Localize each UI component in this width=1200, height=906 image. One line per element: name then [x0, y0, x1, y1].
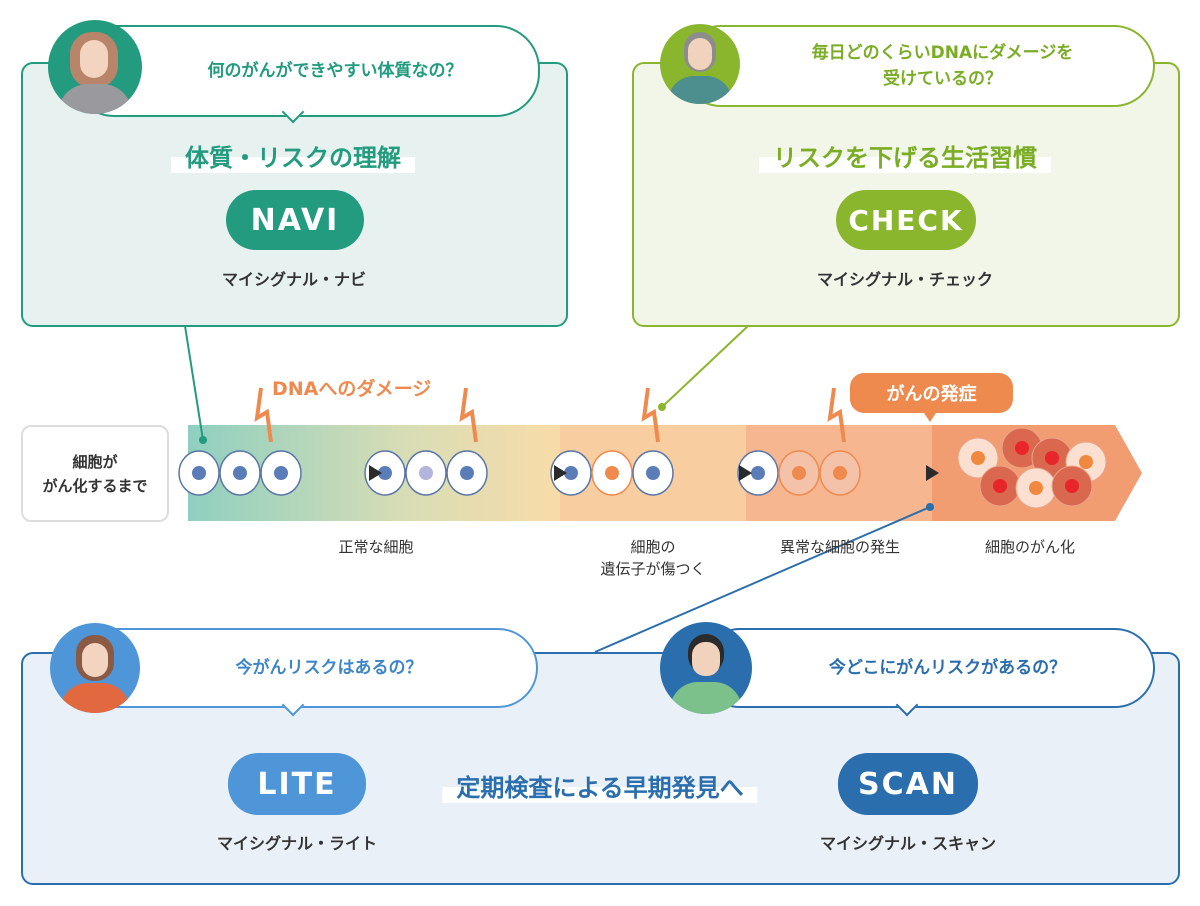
stage-label-gene-damage: 細胞の遺伝子が傷つく — [600, 538, 706, 578]
lite-button[interactable]: LITE — [228, 753, 366, 815]
bottom-title: 定期検査による早期発見へ — [442, 768, 758, 803]
cell-nucleus — [460, 466, 474, 480]
check-question-line1: 毎日どのくらいDNAにダメージを — [811, 43, 1074, 63]
elder-avatar-icon — [660, 24, 740, 104]
lite-question: 今がんリスクはあるの？ — [235, 658, 423, 678]
cell-nucleus — [605, 466, 619, 480]
woman-avatar-icon — [50, 623, 140, 713]
man-avatar-icon — [660, 622, 752, 714]
navi-question-bubble: 何のがんができやすい体質なの？ — [70, 25, 540, 117]
side-label-line1: 細胞が — [72, 452, 118, 471]
cell-nucleus — [792, 466, 806, 480]
lightning-icon — [641, 387, 660, 443]
timeline-side-label: 細胞が がん化するまで — [21, 425, 169, 522]
stage-label-cancer: 細胞のがん化 — [984, 538, 1076, 556]
onset-badge-text: がんの発症 — [886, 384, 977, 405]
navi-connector — [184, 325, 204, 441]
lite-scan-connector — [594, 506, 931, 653]
lightning-icon — [459, 387, 478, 443]
lite-product-name: マイシグナル・ライト — [216, 834, 378, 853]
cell-nucleus — [833, 466, 847, 480]
cell-nucleus — [419, 466, 433, 480]
scan-question-bubble: 今どこにがんリスクがあるの？ — [700, 628, 1155, 708]
cell-nucleus — [751, 466, 765, 480]
check-title: リスクを下げる生活習慣 — [759, 138, 1051, 173]
cancer-cell-nucleus — [993, 479, 1007, 493]
navi-question: 何のがんができやすい体質なの？ — [207, 61, 463, 81]
navi-button[interactable]: NAVI — [226, 190, 364, 250]
cell-nucleus — [233, 466, 247, 480]
scan-product-name: マイシグナル・スキャン — [819, 834, 997, 853]
dna-damage-label: DNAへのダメージ — [272, 378, 432, 400]
cell-nucleus — [192, 466, 206, 480]
cell-nucleus — [646, 466, 660, 480]
cancer-cell-nucleus — [971, 451, 985, 465]
side-label-line2: がん化するまで — [42, 476, 148, 495]
badge-tail — [922, 410, 938, 422]
lightning-icon — [254, 387, 273, 443]
check-product-name: マイシグナル・チェック — [816, 270, 994, 289]
check-button[interactable]: CHECK — [836, 190, 976, 250]
cancer-cell-nucleus — [1029, 481, 1043, 495]
navi-product-name: マイシグナル・ナビ — [221, 270, 367, 289]
cell-nucleus — [378, 466, 392, 480]
stage-label-abnormal: 異常な細胞の発生 — [779, 538, 901, 556]
scan-button[interactable]: SCAN — [838, 753, 978, 815]
check-question-line2: 受けているの？ — [883, 69, 1002, 89]
check-question-bubble: 毎日どのくらいDNAにダメージを 受けているの？ — [680, 25, 1155, 107]
lite-question-bubble: 今がんリスクはあるの？ — [70, 628, 538, 708]
cancer-cell-nucleus — [1079, 455, 1093, 469]
cancer-cell-nucleus — [1015, 441, 1029, 455]
check-connector — [661, 325, 749, 408]
scan-question: 今どこにがんリスクがあるの？ — [828, 658, 1067, 678]
lightning-icon — [827, 387, 846, 443]
cell-nucleus — [564, 466, 578, 480]
arrow-right-icon — [369, 465, 382, 481]
stage-label-normal: 正常な細胞 — [338, 538, 414, 556]
cancer-onset-badge: がんの発症 — [850, 373, 1013, 413]
cancer-cell-nucleus — [1045, 451, 1059, 465]
cell-nucleus — [274, 466, 288, 480]
arrow-right-icon — [554, 465, 567, 481]
woman-avatar-icon — [48, 20, 142, 114]
cancer-cell-nucleus — [1065, 479, 1079, 493]
arrow-right-icon — [739, 465, 752, 481]
navi-title: 体質・リスクの理解 — [171, 138, 415, 173]
arrow-right-icon — [926, 465, 939, 481]
